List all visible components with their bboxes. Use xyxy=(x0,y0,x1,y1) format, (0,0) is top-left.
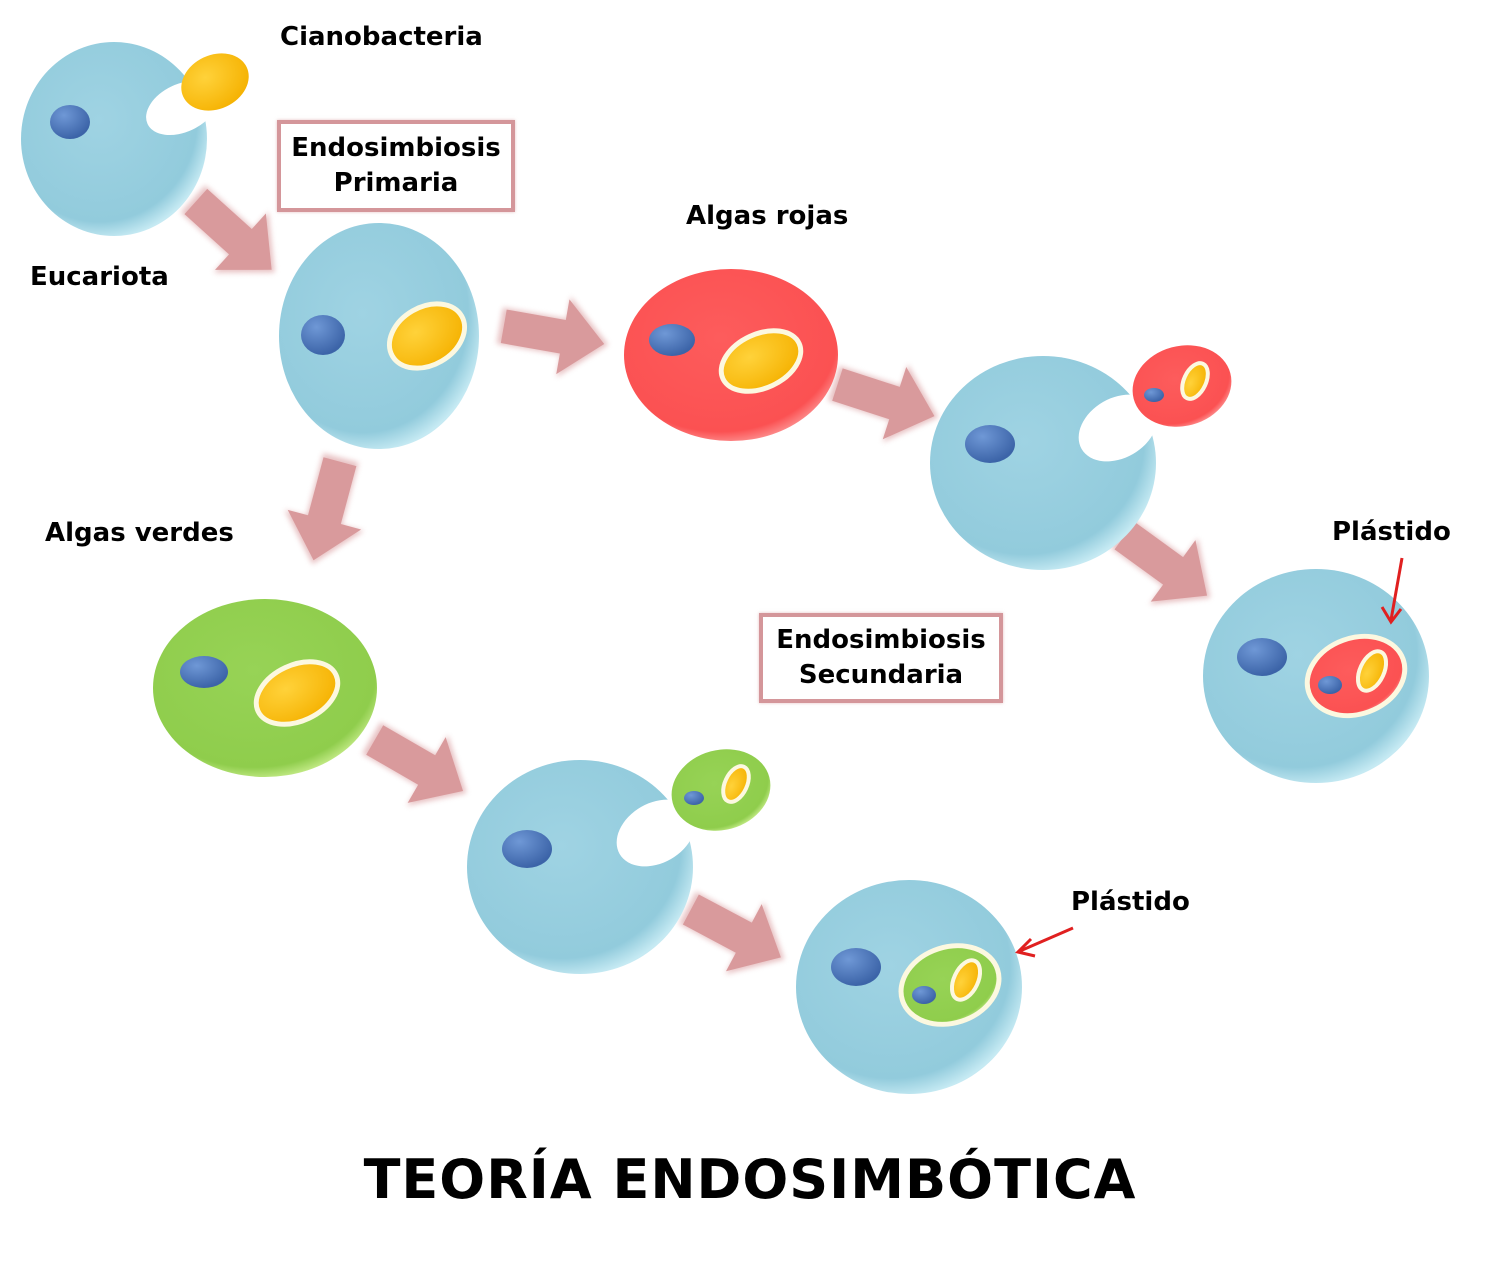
box-endosimbiosis-primaria: Endosimbiosis Primaria xyxy=(277,120,515,212)
label-algas-verdes: Algas verdes xyxy=(45,518,234,548)
label-plastido-green: Plástido xyxy=(1071,887,1190,917)
box-secundaria-line2: Secundaria xyxy=(798,660,964,690)
plastid xyxy=(949,958,983,1002)
plastid xyxy=(718,328,804,394)
cyanobacterium xyxy=(181,53,249,111)
flow-arrow xyxy=(492,285,616,386)
nucleus xyxy=(301,315,345,355)
label-plastido-red: Plástido xyxy=(1332,517,1451,547)
plastid xyxy=(253,659,341,727)
small-red-alga xyxy=(1132,345,1232,427)
nucleus xyxy=(180,656,228,688)
eukaryote-engulfing-green-alga xyxy=(467,760,696,974)
box-secundaria-line1: Endosimbiosis xyxy=(776,624,986,655)
box-endosimbiosis-secundaria: Endosimbiosis Secundaria xyxy=(759,613,1003,703)
label-algas-rojas: Algas rojas xyxy=(686,201,849,231)
engulfing-pocket xyxy=(616,799,696,867)
nucleus xyxy=(50,105,90,139)
small-green-alga xyxy=(671,749,771,831)
eukaryote-engulfing-red-alga xyxy=(930,356,1158,570)
box-primaria-line1: Endosimbiosis xyxy=(291,132,501,163)
nucleus xyxy=(1318,676,1342,694)
nucleus xyxy=(649,324,695,356)
flow-arrow xyxy=(272,447,381,575)
pointer-arrow xyxy=(1380,557,1404,625)
diagram-title: TEORÍA ENDOSIMBÓTICA xyxy=(363,1148,1137,1211)
nucleus xyxy=(965,425,1015,463)
pointer-arrow xyxy=(1015,926,1074,958)
nucleus xyxy=(1237,638,1287,676)
secondary-endosymbiont-cell-green xyxy=(796,880,1022,1094)
box-primaria-line2: Primaria xyxy=(333,168,459,198)
plastid xyxy=(1355,649,1389,693)
plastid xyxy=(721,764,751,804)
nucleus xyxy=(684,791,704,805)
plastid xyxy=(386,301,468,371)
nucleus xyxy=(912,986,936,1004)
secondary-endosymbiont-cell-red xyxy=(1203,569,1429,783)
label-eucariota: Eucariota xyxy=(30,262,169,292)
nucleus xyxy=(502,830,552,868)
nucleus xyxy=(831,948,881,986)
flow-arrow xyxy=(820,344,952,457)
label-cianobacteria: Cianobacteria xyxy=(280,22,483,52)
green-alga-cell xyxy=(153,599,377,777)
engulfing-pocket xyxy=(1078,394,1158,462)
red-alga-cell xyxy=(624,269,838,441)
primary-endosymbiont-cell xyxy=(279,223,479,449)
nucleus xyxy=(1144,388,1164,402)
plastid xyxy=(1180,361,1210,401)
flow-arrow xyxy=(350,702,488,829)
